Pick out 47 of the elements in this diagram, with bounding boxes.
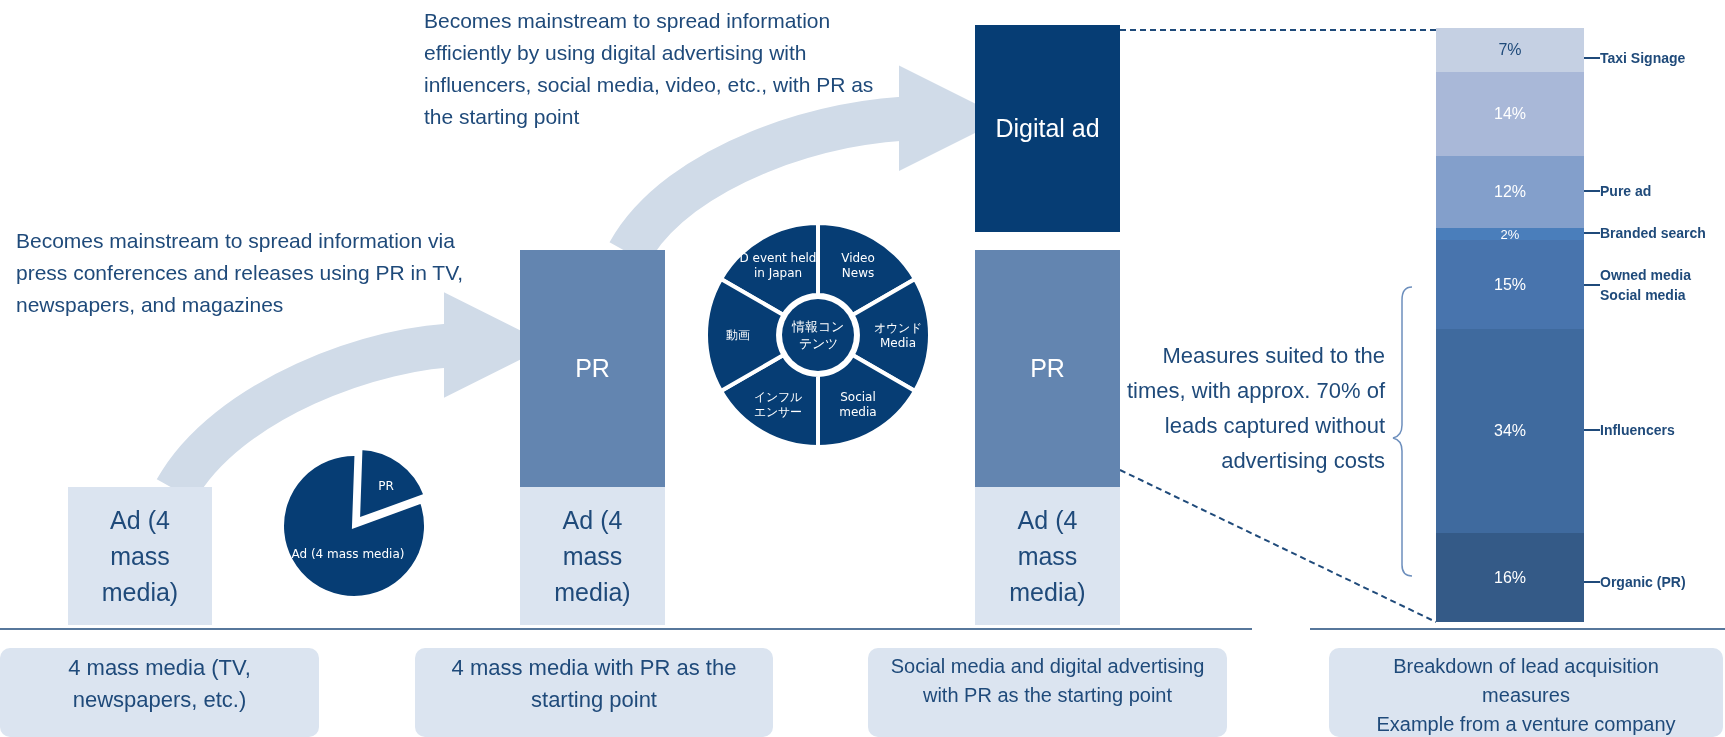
bar-segment [1436,72,1584,156]
percent-label: 12% [1494,184,1526,200]
category-label: Breakdown of lead acquisition measures [1392,654,1660,708]
segment-name: Influencers [1600,420,1725,440]
bar-segment [1436,28,1584,72]
category-label: Social media and digital advertising with PR as the starting point [889,654,1206,708]
media-bar [975,487,1120,625]
pr-bar [975,250,1120,487]
description-text: Measures suited to the times, with approx. 70% of leads captured without advertising costs [1126,342,1385,475]
percent-label: 16% [1494,569,1526,586]
bar-label: PR [1030,353,1065,385]
bar-segment [1436,533,1584,622]
segment-name: Taxi Signage [1600,48,1725,68]
description-text: Becomes mainstream to spread information via press conferences and releases using PR in TV, newspapers, and magazines [16,228,465,318]
bar-segment [1436,329,1584,533]
bar-label: Ad (4 mass media) [553,504,632,609]
percent-label: 14% [1494,106,1526,122]
segment-name: Pure ad [1600,181,1725,201]
bar-label: Digital ad [995,113,1100,145]
segment-name: Branded search [1600,223,1725,243]
category-label: 4 mass media with PR as the starting point [450,654,738,714]
category-card [1329,648,1723,737]
bar-segment [1436,228,1584,240]
bar-segment [1436,156,1584,228]
digital-ad-bar [975,25,1120,232]
category-label: Example from a venture company [1376,712,1676,737]
bar-label: PR [575,353,610,385]
segment-name: Organic (PR) [1600,572,1725,592]
stacked-bar [1436,28,1584,622]
category-card [868,648,1227,737]
category-card [0,648,319,737]
percent-label: 7% [1498,42,1522,58]
wheel-center: 情報コンテンツ [782,299,854,371]
category-card [415,648,773,737]
percent-label: 15% [1494,276,1526,293]
media-bar [520,487,665,625]
percent-label: 34% [1494,423,1526,439]
description-text: Becomes mainstream to spread information efficiently by using digital advertising with influencers, social media, video, etc., with PR as the starting point [424,8,875,130]
bar-segment [1436,240,1584,329]
pr-bar [520,250,665,487]
media-bar [68,487,212,625]
segment-name: Owned media Social media [1600,265,1710,305]
dashed-line [1119,29,1437,31]
category-label: 4 mass media (TV, newspapers, etc.) [67,654,252,714]
percent-label: 2% [1500,227,1520,241]
bar-label: Ad (4 mass media) [1008,504,1087,609]
bar-label: Ad (4 mass media) [100,504,180,609]
